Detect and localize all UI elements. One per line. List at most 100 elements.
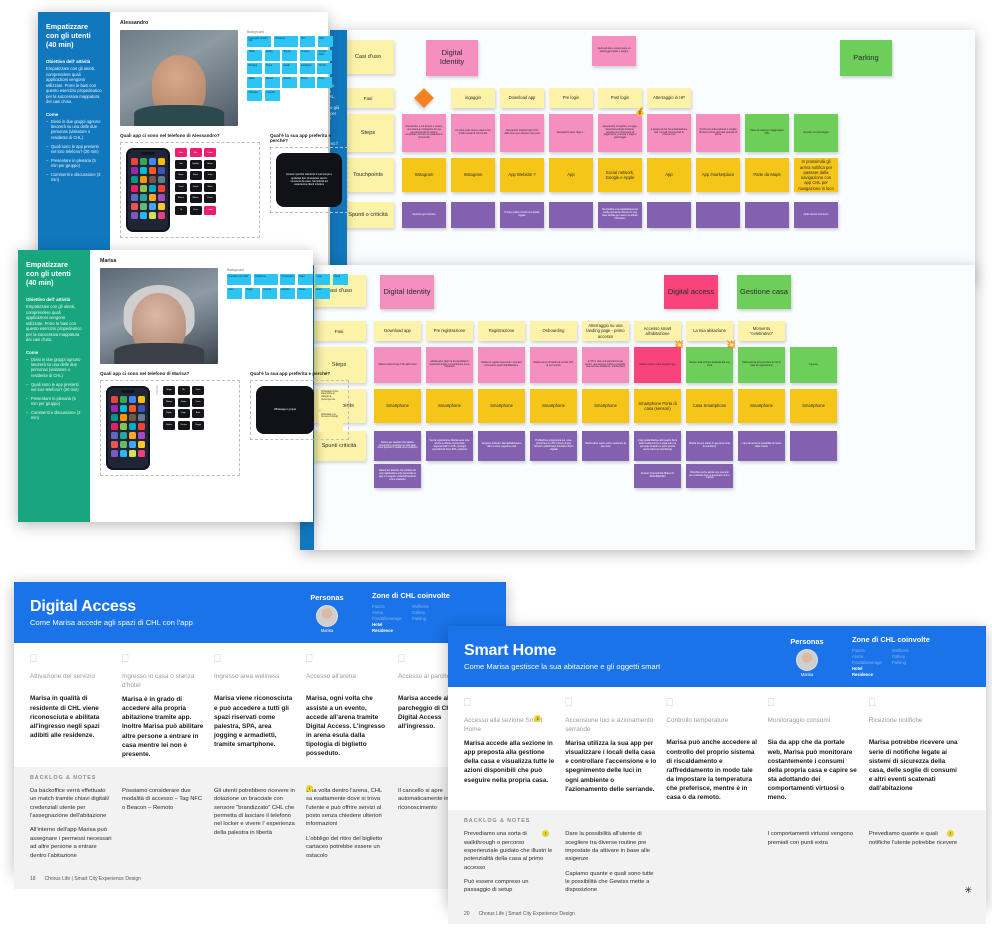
criticita-sticky[interactable]: Diamo per assunto che partano da una reg… — [374, 464, 421, 488]
use-case-sticky[interactable]: Gestione casa — [737, 275, 791, 309]
backlog-column: Da backoffice verrà effettuato un match … — [30, 787, 122, 866]
avatar — [796, 648, 818, 671]
touchpoint-sticky[interactable]: Smartphone — [374, 389, 421, 423]
criticita-sticky[interactable]: Diamo per assunto che Marisa presenzia o… — [374, 431, 421, 461]
step-sticky[interactable]: Marisa scarica l'app CHL dallo store — [374, 347, 421, 383]
touchpoint-sticky[interactable]: App — [647, 158, 691, 192]
touchpoint-sticky[interactable]: Social network, Google e Apple — [598, 158, 642, 192]
use-case-sticky[interactable]: Digital access — [664, 275, 718, 309]
criticita-sticky[interactable] — [696, 202, 740, 228]
criticita-sticky[interactable]: Servirebbe una registrazione più snella … — [598, 202, 642, 228]
criticita-sticky[interactable]: L'app guida Marisa nello spazio fisico d… — [634, 431, 681, 461]
criticita-sticky[interactable]: Profilazione progressiva (es. cosa prima… — [530, 431, 577, 461]
step-cell: A questo punto ha a disposizione tutti i… — [647, 114, 691, 152]
touchpoint-sticky[interactable]: Casa Smartphone — [686, 389, 733, 423]
criticita-sticky[interactable]: Senza registrazione Marisa vede tutte an… — [426, 431, 473, 461]
touchpoint-sticky[interactable]: App /marketplace — [696, 158, 740, 192]
touchpoint-sticky[interactable]: Parte da Maps — [745, 158, 789, 192]
doc-card-digital-access[interactable]: Digital Access Come Marisa accede agli s… — [14, 582, 506, 889]
phase-sticky[interactable]: ingaggio — [451, 88, 495, 108]
step-sticky[interactable]: Arrivato nel parcheggio — [794, 114, 838, 152]
criticita-sticky[interactable]: Member get member — [402, 202, 446, 228]
touchpoint-sticky[interactable]: In prossimità gli arriva notifica per pa… — [794, 158, 838, 192]
criticita-sticky[interactable]: Privacy policy Check con studio legale — [500, 202, 544, 228]
touchpoint-sticky[interactable]: Smartphone — [790, 389, 837, 423]
phase-sticky[interactable]: Atterraggio in HP — [647, 88, 691, 108]
step-sticky[interactable]: Alessandro si registra, si logga, deposi… — [598, 114, 642, 152]
use-case-sticky[interactable]: Digital Identity — [426, 40, 478, 76]
step-sticky[interactable]: Ingresso — [790, 347, 837, 383]
workshop-slide-alessandro[interactable]: Empatizzare con gli utenti (40 min) Obie… — [38, 12, 348, 277]
criticita-cell — [451, 202, 495, 228]
touchpoint-sticky[interactable]: Instagram — [402, 158, 446, 192]
criticita-sticky[interactable]: Marisa deve capire come esprimere la sua… — [582, 431, 629, 461]
phase-sticky[interactable]: Pre login — [549, 88, 593, 108]
phase-sticky[interactable]: Download app — [374, 321, 421, 341]
criticita-sticky[interactable] — [549, 202, 593, 228]
phase-sticky[interactable]: Download app — [500, 88, 544, 108]
step-sticky[interactable]: Marisa si registra inserendo i suoi dati… — [478, 347, 525, 383]
backlog-heading: BACKLOG & NOTES — [464, 818, 531, 825]
criticita-sticky[interactable]: Nello stesso momento — [794, 202, 838, 228]
step-sticky[interactable]: Si informa sulla palestra e sceglie di f… — [696, 114, 740, 152]
step-sticky[interactable]: In HP ci sarà una panoramica dei servizi… — [582, 347, 629, 383]
app-icon — [111, 422, 119, 431]
step-sticky[interactable]: Marisa entra in casa usando l'app — [634, 347, 681, 383]
touchpoint-sticky[interactable]: Smartphone — [582, 389, 629, 423]
doc-card-smart-home[interactable]: Smart Home Come Marisa gestisce la sua a… — [448, 626, 986, 924]
criticita-sticky[interactable] — [451, 202, 495, 228]
app-chip: Slack — [204, 182, 216, 192]
criticita-sticky[interactable] — [745, 202, 789, 228]
phone-icon: ⎕ — [464, 697, 471, 710]
use-case-sticky[interactable]: Digital Identity — [380, 275, 434, 309]
phase-sticky[interactable]: La mia abitazione — [686, 321, 733, 341]
touchpoint-sticky[interactable]: Smartphone Porta di casa (sensori) — [634, 389, 681, 423]
step-sticky[interactable]: Marisa apre l'app ha la possibilità di r… — [426, 347, 473, 383]
top-note-sticky[interactable]: Vado sull app e posso avere un parcheggi… — [592, 36, 636, 66]
step-sticky[interactable]: Alessandro è sul divano e vedere una sto… — [402, 114, 446, 152]
workshop-slide-marisa[interactable]: Empatizzare con gli utenti (40 min) Obie… — [18, 250, 349, 522]
step-sticky[interactable]: Alessandro apre l'app e... — [549, 114, 593, 152]
touchpoint-sticky[interactable]: Smartphone — [530, 389, 577, 423]
criticita-sticky[interactable]: Potrebbe anche partire uno scenario pre … — [686, 464, 733, 488]
phase-sticky[interactable]: Momento "celebrativo" — [738, 321, 785, 341]
touchpoint-sticky[interactable]: App Website ? — [500, 158, 544, 192]
criticita-sticky[interactable] — [790, 431, 837, 461]
doc-column-text: Marisa può anche accedere al controllo d… — [666, 739, 757, 802]
list-item: Presentare in plenaria (5 min per gruppo… — [46, 158, 102, 169]
touchpoint-sticky[interactable]: Smartphone — [426, 389, 473, 423]
step-sticky[interactable]: Parte da casa per raggiungere CHL — [745, 114, 789, 152]
phase-sticky[interactable]: Registrazione — [478, 321, 525, 341]
use-case-sticky[interactable]: Parking — [840, 40, 892, 76]
criticita-sticky[interactable]: Vengono richiesti i dati dell'abitazione… — [478, 431, 525, 461]
step-sticky[interactable]: Marisa viene introdotta al mondo CHL ai … — [530, 347, 577, 383]
step-sticky[interactable]: Alessandro scarica l'app CHL dallo store… — [500, 114, 544, 152]
phase-sticky[interactable]: Pre registrazione — [426, 321, 473, 341]
phase-sticky[interactable]: Post login — [598, 88, 642, 108]
app-icon — [111, 413, 119, 422]
criticita-sticky[interactable]: Marisa ha uno status in app (una sorta d… — [686, 431, 733, 461]
criticita-sticky[interactable]: Sensori di prossimità NFace Or SECURE/CE… — [634, 464, 681, 488]
app-icon — [131, 211, 139, 219]
touchpoint-sticky[interactable]: Smartphone — [738, 389, 785, 423]
phase-sticky[interactable]: Atterraggio su una landing page - primo … — [582, 321, 629, 341]
step-sticky[interactable]: Fa click sulla storia e atterra sul prof… — [451, 114, 495, 152]
phase-sticky[interactable]: Accesso smart all'abitazione — [634, 321, 681, 341]
list-item: Commenti e discussione (3 min) — [26, 410, 82, 421]
step-sticky[interactable]: Marisa prova ad accendere le luci di cas… — [738, 347, 785, 383]
criticita-sticky[interactable]: L'app dà anche la possibilità di creare … — [738, 431, 785, 461]
touchpoint-sticky[interactable]: Smartphone — [478, 389, 525, 423]
app-icon — [148, 166, 157, 175]
touchpoint-sticky[interactable]: App — [549, 158, 593, 192]
touchpoint-sticky[interactable]: Instagram — [451, 158, 495, 192]
persona-photo — [100, 268, 218, 364]
step-sticky[interactable]: A questo punto ha a disposizione tutti i… — [647, 114, 691, 152]
phase-sticky[interactable]: Onboarding — [530, 321, 577, 341]
step-sticky[interactable]: Marisa nella sezione dedicata alla sua c… — [686, 347, 733, 383]
criticita-sticky[interactable] — [647, 202, 691, 228]
